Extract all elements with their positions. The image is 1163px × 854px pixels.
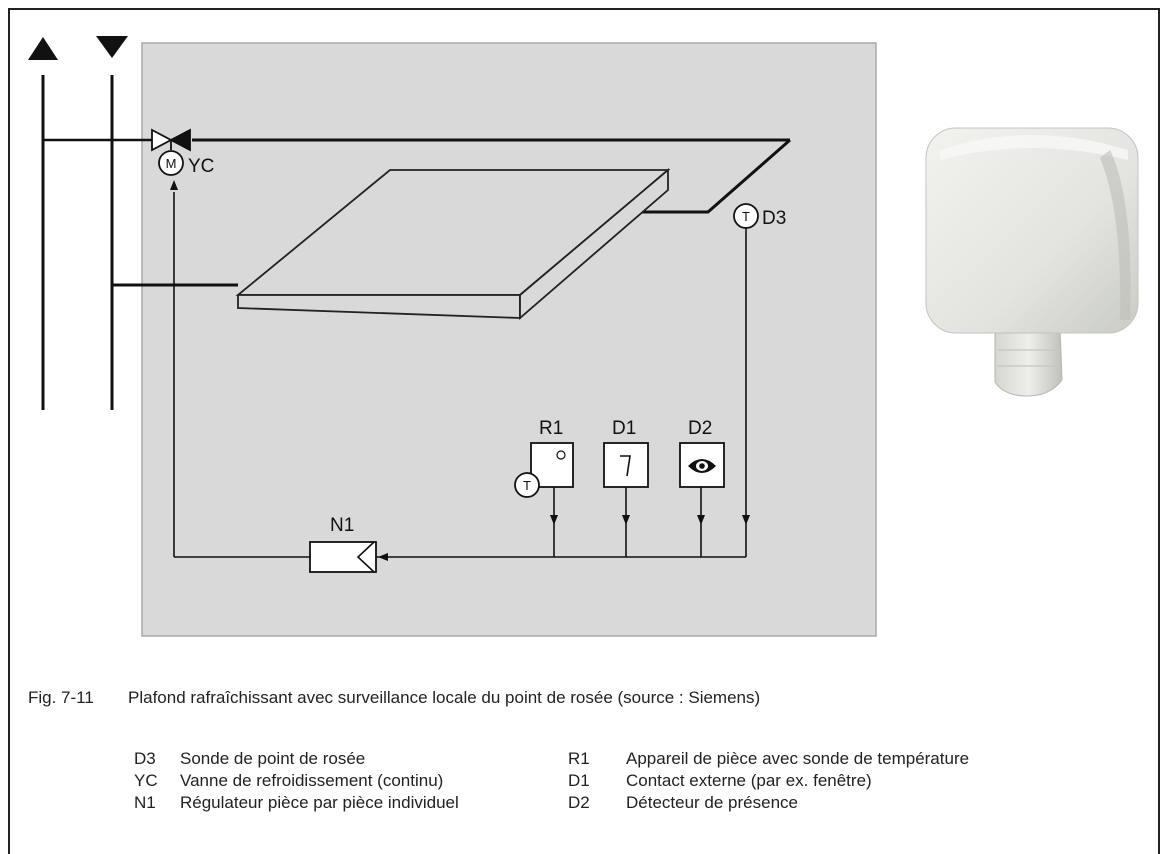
wire-arrows [170,180,750,561]
signal-wires [173,192,747,558]
figure-frame [8,8,1160,854]
diagram-panel [141,42,877,637]
figure-caption: Fig. 7-11 Plafond rafraîchissant avec sur… [28,688,760,708]
dial-icon [556,450,566,460]
temp-symbol-d3: T [742,209,750,224]
dewpoint-sensor-photo [925,127,1139,397]
label-d2: D2 [688,418,712,439]
room-unit-r1: T [514,442,574,498]
return-pipe [632,138,791,214]
room-controller-n1 [309,541,377,573]
label-d1: D1 [612,418,636,439]
temp-symbol-r1: T [523,478,531,493]
switch-contact-icon [620,455,631,477]
figure-title: Plafond rafraîchissant avec surveillance… [128,688,761,707]
riser-pipes [41,75,114,410]
cooling-valve-yc: M [151,128,191,176]
motor-icon [158,150,184,176]
label-r1: R1 [539,418,563,439]
window-contact-d1 [603,442,649,488]
presence-detector-d2 [679,442,725,488]
label-d3: D3 [762,208,786,229]
label-yc: YC [188,156,214,177]
ceiling-panel [235,168,671,320]
temp-sensor-icon [514,472,540,498]
figure-number: Fig. 7-11 [28,688,94,707]
motor-symbol: M [166,156,177,171]
flow-up-arrow-icon [28,37,58,60]
flow-down-arrow-icon [96,36,128,58]
label-n1: N1 [330,515,354,536]
